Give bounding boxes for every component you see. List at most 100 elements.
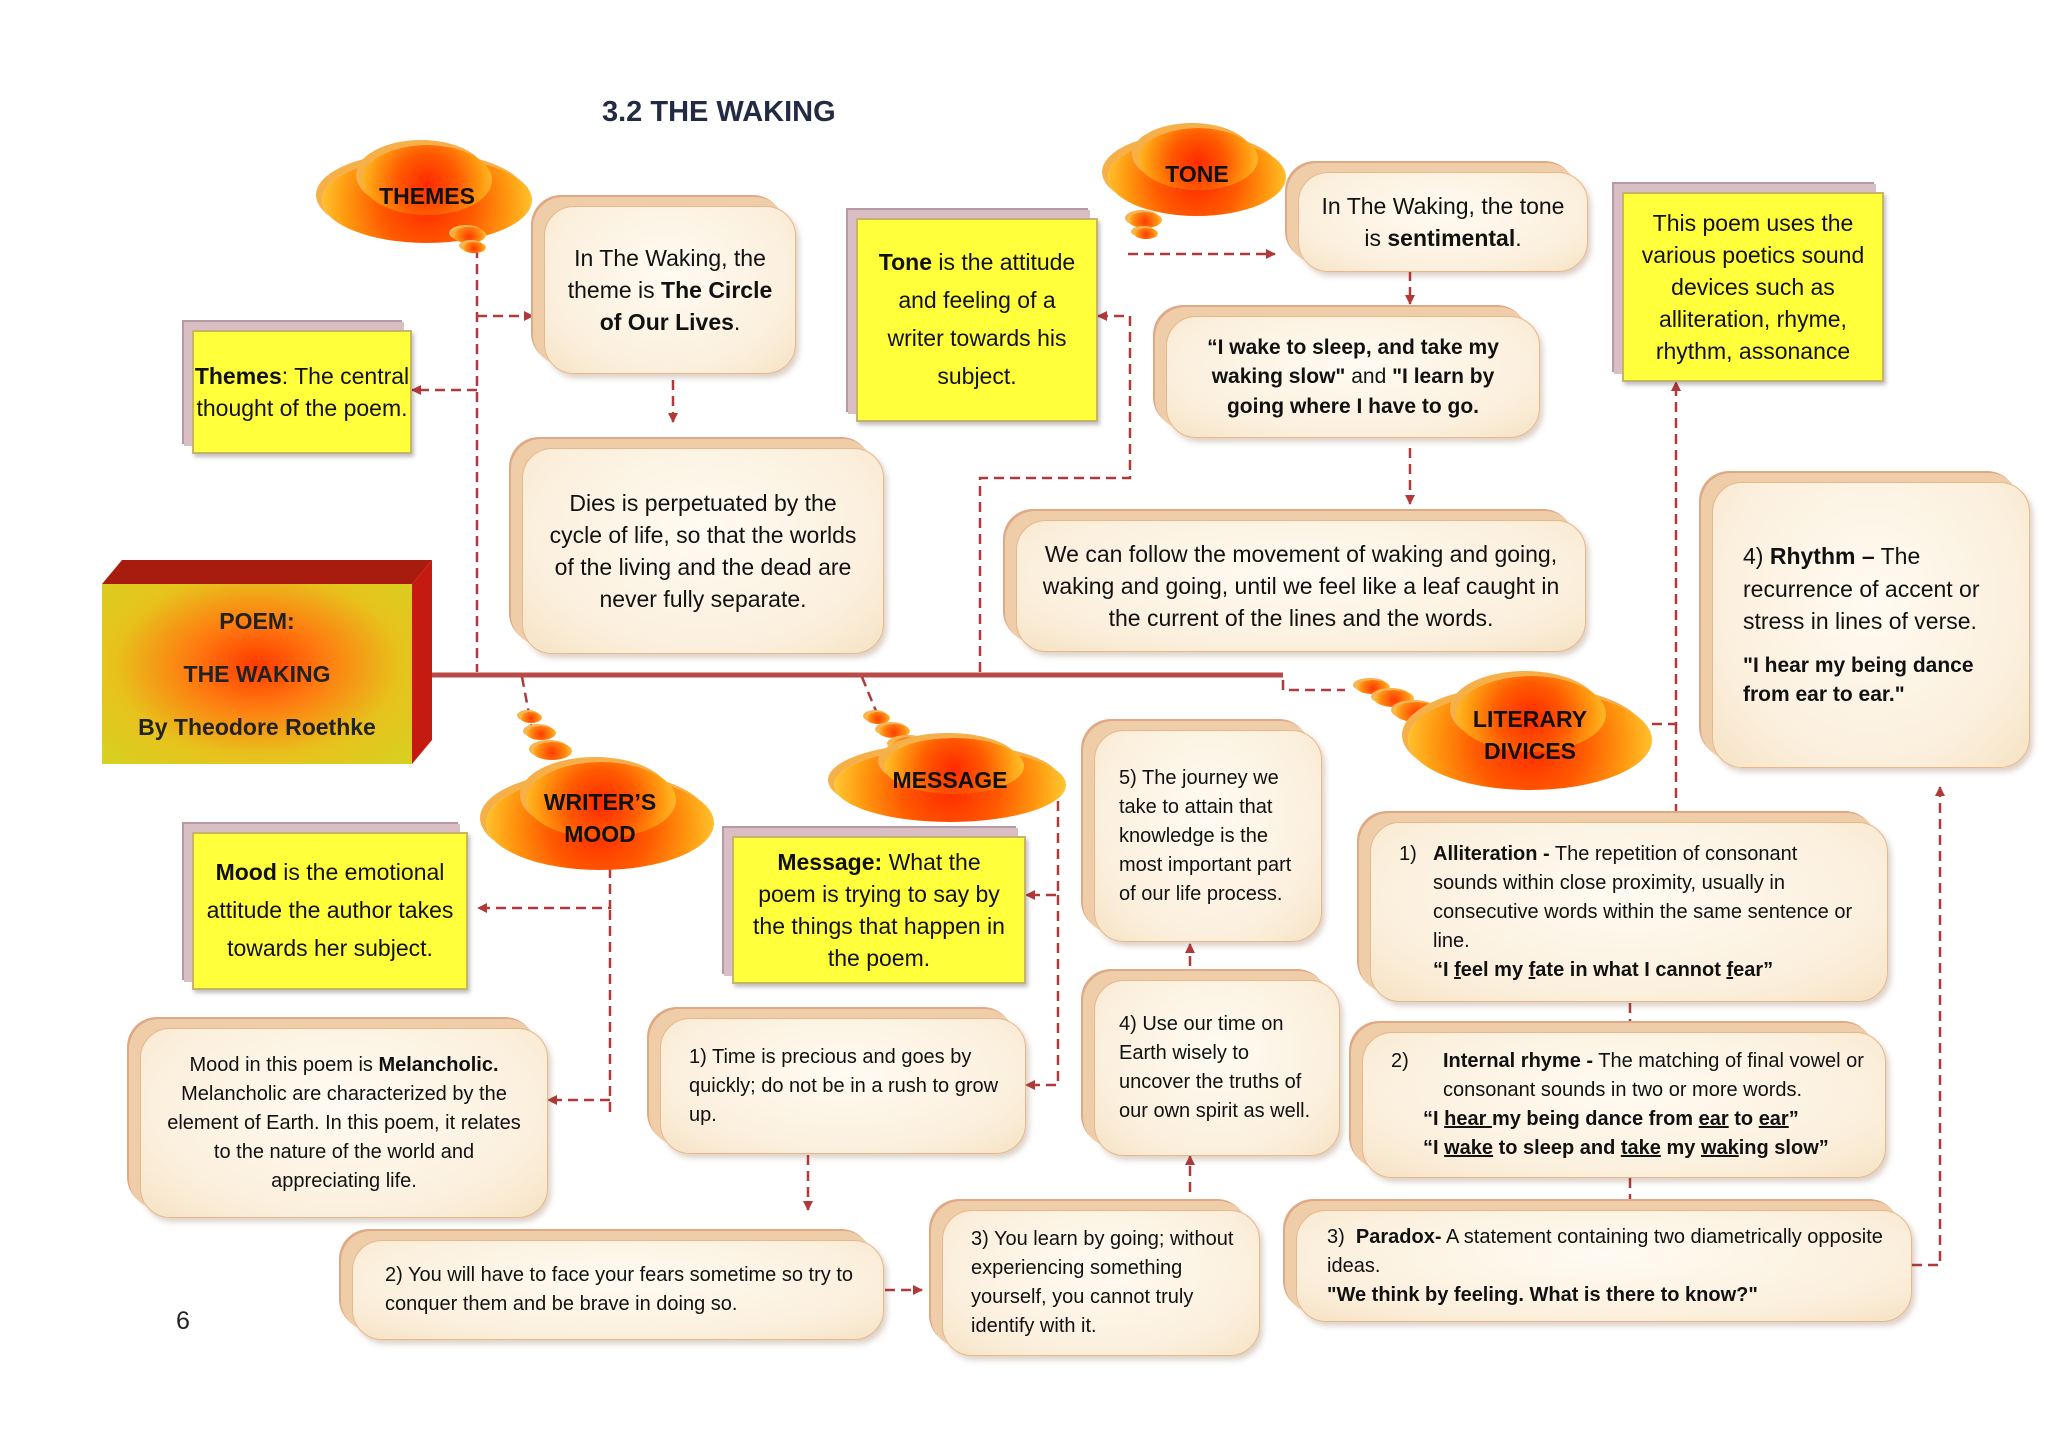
tone-text: In The Waking, the tone is <box>1321 192 1565 251</box>
message-item-2: 2) You will have to face your fears some… <box>352 1240 884 1340</box>
tone-period: . <box>1515 225 1522 251</box>
message-item-4: 4) Use our time on Earth wisely to uncov… <box>1094 980 1340 1156</box>
rhythm-num: 4) <box>1743 543 1770 570</box>
writers-mood-label-2: MOOD <box>564 821 636 847</box>
message-item-1-text: 1) Time is precious and goes by quickly;… <box>689 1045 999 1126</box>
message-bubble <box>878 724 910 738</box>
mood-definition-box: Mood is the emotional attitude the autho… <box>192 832 468 990</box>
literary-bubble <box>1356 680 1390 694</box>
literary-devices-cloud: LITERARY DIVICES <box>1408 676 1652 794</box>
mood-bubble <box>526 726 556 740</box>
message-cloud-label: MESSAGE <box>892 766 1008 793</box>
mood-bold: Melancholic. <box>378 1053 499 1076</box>
theme-box: In The Waking, the theme is The Circle o… <box>544 206 796 374</box>
message-def-term: Message: <box>777 848 883 875</box>
mood-bubble <box>532 742 572 760</box>
arrow-literary-up <box>1652 381 1681 726</box>
message-def-text: What the poem is trying to say by the th… <box>753 848 1005 972</box>
mood-bubble <box>520 712 542 723</box>
tone-def-term: Tone <box>878 249 933 276</box>
tone-box: In The Waking, the tone is sentimental. <box>1298 172 1588 272</box>
arrow-message-stem <box>860 676 880 717</box>
message-item-3-text: 3) You learn by going; without experienc… <box>971 1228 1234 1337</box>
paradox-box: 3) Paradox- A statement containing two d… <box>1296 1210 1912 1322</box>
message-item-4-text: 4) Use our time on Earth wisely to uncov… <box>1119 1013 1311 1122</box>
alliteration-term: Alliteration - <box>1433 842 1550 865</box>
poem-box: POEM: THE WAKING By Theodore Roethke <box>102 584 412 764</box>
message-cloud: MESSAGE <box>834 734 1066 826</box>
tone-quote-box: “I wake to sleep, and take my waking slo… <box>1166 316 1540 438</box>
themes-def-text: : The central thought of the poem. <box>196 362 410 421</box>
internal-rhyme-box: 2) Internal rhyme - The matching of fina… <box>1362 1032 1886 1178</box>
themes-bubble <box>452 227 486 243</box>
alliteration-box: 1) Alliteration - The repetition of cons… <box>1370 822 1888 1002</box>
literary-label-2: DIVICES <box>1483 738 1577 764</box>
writers-mood-cloud: WRITER’S MOOD <box>486 762 714 874</box>
tone-follow-text: We can follow the movement of waking and… <box>1042 540 1560 632</box>
message-definition-box: Message: What the poem is trying to say … <box>732 836 1026 984</box>
alliteration-text: The repetition of consonant sounds withi… <box>1433 842 1853 952</box>
internal-rhyme-num: 2) <box>1391 1050 1409 1072</box>
poem-author: By Theodore Roethke <box>138 713 376 740</box>
tone-bubble <box>1134 228 1158 239</box>
tone-definition-box: Tone is the attitude and feeling of a wr… <box>856 218 1098 422</box>
tone-bold: sentimental <box>1387 225 1516 251</box>
mood-def-term: Mood <box>215 859 277 886</box>
message-item-5-text: 5) The journey we take to attain that kn… <box>1119 766 1292 905</box>
tone-quote-b: "I learn by going where I have to go. <box>1226 365 1495 418</box>
themes-def-term: Themes <box>194 362 282 389</box>
message-item-5: 5) The journey we take to attain that kn… <box>1094 730 1322 942</box>
page-title: 3.2 THE WAKING <box>602 96 836 128</box>
rhythm-quote: "I hear my being dance from ear to ear." <box>1743 653 1974 707</box>
tone-quote-a: “I wake to sleep, and take my waking slo… <box>1207 335 1499 389</box>
mood-def-text: is the emotional attitude the author tak… <box>206 859 454 961</box>
themes-definition-box: Themes: The central thought of the poem. <box>192 330 412 454</box>
theme-period: . <box>733 309 741 336</box>
paradox-term: Paradox- <box>1355 1225 1442 1248</box>
arrow-para-rhythm <box>1912 786 1945 1267</box>
literary-intro-box: This poem uses the various poetics sound… <box>1622 192 1884 382</box>
internal-rhyme-quote-1: “I hear my being dance from ear to ear” <box>1423 1108 1799 1130</box>
theme-dies-text: Dies is perpetuated by the cycle of life… <box>549 489 857 613</box>
literary-intro-text: This poem uses the various poetics sound… <box>1641 209 1865 365</box>
page-number: 6 <box>176 1307 190 1335</box>
theme-text: In The Waking, the theme is <box>567 244 766 303</box>
paradox-text: A statement containing two diametrically… <box>1327 1225 1883 1277</box>
tone-bubble <box>1128 212 1162 228</box>
rhythm-box: 4) Rhythm – The recurrence of accent or … <box>1712 482 2030 768</box>
poem-label: POEM: <box>219 607 295 634</box>
poem-box-depth <box>102 560 432 764</box>
paradox-quote: "We think by feeling. What is there to k… <box>1327 1283 1758 1306</box>
arrow-literary-stem <box>1281 680 1345 692</box>
alliteration-quote: “I feel my fate in what I cannot fear” <box>1433 958 1774 981</box>
message-bubble <box>866 712 890 724</box>
internal-rhyme-text: The matching of final vowel or consonant… <box>1443 1050 1864 1101</box>
message-item-2-text: 2) You will have to face your fears some… <box>385 1264 853 1315</box>
arrow-message-m1 <box>1025 895 1060 1090</box>
tone-quote-and: and <box>1345 365 1393 389</box>
message-item-1: 1) Time is precious and goes by quickly;… <box>660 1018 1026 1154</box>
literary-label-1: LITERARY <box>1472 705 1588 732</box>
poem-title: THE WAKING <box>183 660 331 687</box>
arrow-mood-def <box>477 868 612 913</box>
rhythm-text: The recurrence of accent or stress in li… <box>1743 543 1980 634</box>
theme-dies-box: Dies is perpetuated by the cycle of life… <box>522 448 884 654</box>
tone-cloud-label: TONE <box>1165 160 1229 187</box>
themes-cloud: THEMES <box>322 145 532 247</box>
writers-mood-label-1: WRITER’S <box>543 788 657 815</box>
tone-cloud: TONE <box>1108 128 1286 220</box>
alliteration-num: 1) <box>1399 842 1417 865</box>
themes-cloud-label: THEMES <box>379 182 475 209</box>
internal-rhyme-quote-2: “I wake to sleep and take my waking slow… <box>1423 1137 1829 1159</box>
arrow-mood-box <box>548 910 612 1118</box>
message-item-3: 3) You learn by going; without experienc… <box>942 1210 1260 1356</box>
mood-text-rest: Melancholic are characterized by the ele… <box>167 1082 521 1192</box>
mood-text-pre: Mood in this poem is <box>189 1053 379 1076</box>
internal-rhyme-term: Internal rhyme - <box>1443 1050 1594 1072</box>
tone-follow-box: We can follow the movement of waking and… <box>1016 520 1586 652</box>
theme-bold: The Circle of Our Lives <box>599 276 773 336</box>
mood-box: Mood in this poem is Melancholic. Melanc… <box>140 1028 548 1218</box>
themes-bubble <box>462 242 486 253</box>
paradox-num: 3) <box>1327 1225 1345 1248</box>
